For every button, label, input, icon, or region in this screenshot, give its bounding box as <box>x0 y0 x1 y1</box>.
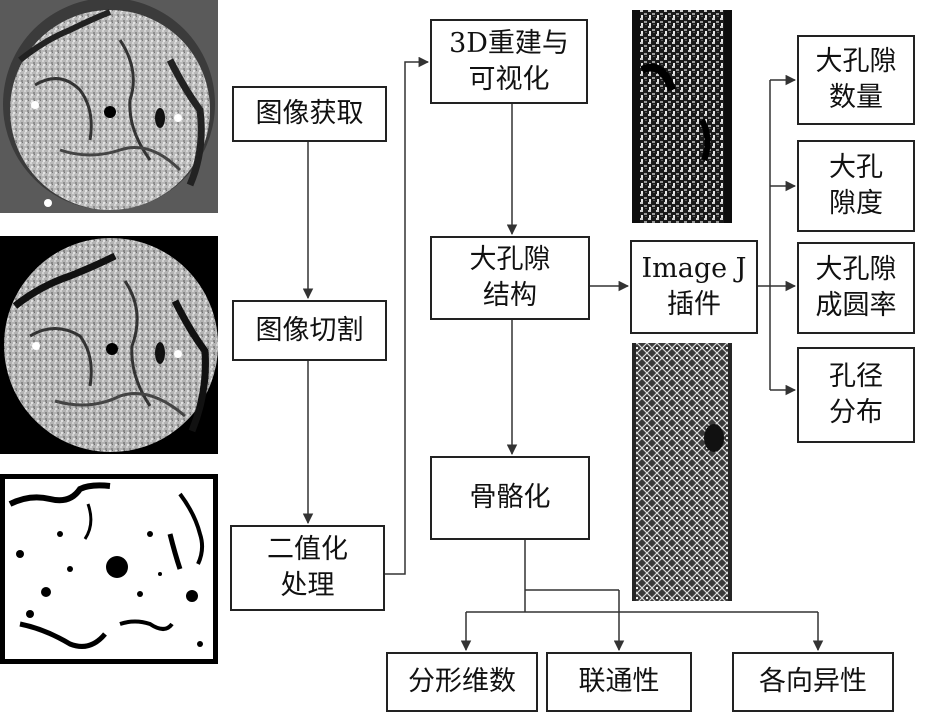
ct-slice-cropped-image <box>0 236 218 454</box>
box-image-cutting: 图像切割 <box>232 300 387 361</box>
box-3d-reconstruction: 3D重建与 可视化 <box>430 19 588 104</box>
ct-slice-raw-image <box>0 0 218 213</box>
skeleton-3d-image <box>632 343 732 601</box>
3d-reconstruction-image <box>632 10 732 223</box>
box-fractal-dimension: 分形维数 <box>386 652 538 712</box>
box-skeletonization: 骨骼化 <box>430 456 590 540</box>
box-macropore-structure: 大孔隙 结构 <box>430 236 590 320</box>
box-image-acquisition: 图像获取 <box>232 86 387 142</box>
binary-image <box>0 474 218 664</box>
box-macropore-count: 大孔隙 数量 <box>797 35 915 125</box>
arrow-binarize-to-reconstruct <box>385 56 430 575</box>
box-binarization: 二值化 处理 <box>230 525 385 611</box>
box-connectivity: 联通性 <box>546 652 692 712</box>
box-imagej-plugin: Image J 插件 <box>630 240 758 334</box>
box-pore-size-distribution: 孔径 分布 <box>797 347 915 443</box>
box-anisotropy: 各向异性 <box>732 652 894 712</box>
box-roundness: 大孔隙 成圆率 <box>797 242 915 334</box>
box-macroporosity: 大孔 隙度 <box>797 140 915 232</box>
